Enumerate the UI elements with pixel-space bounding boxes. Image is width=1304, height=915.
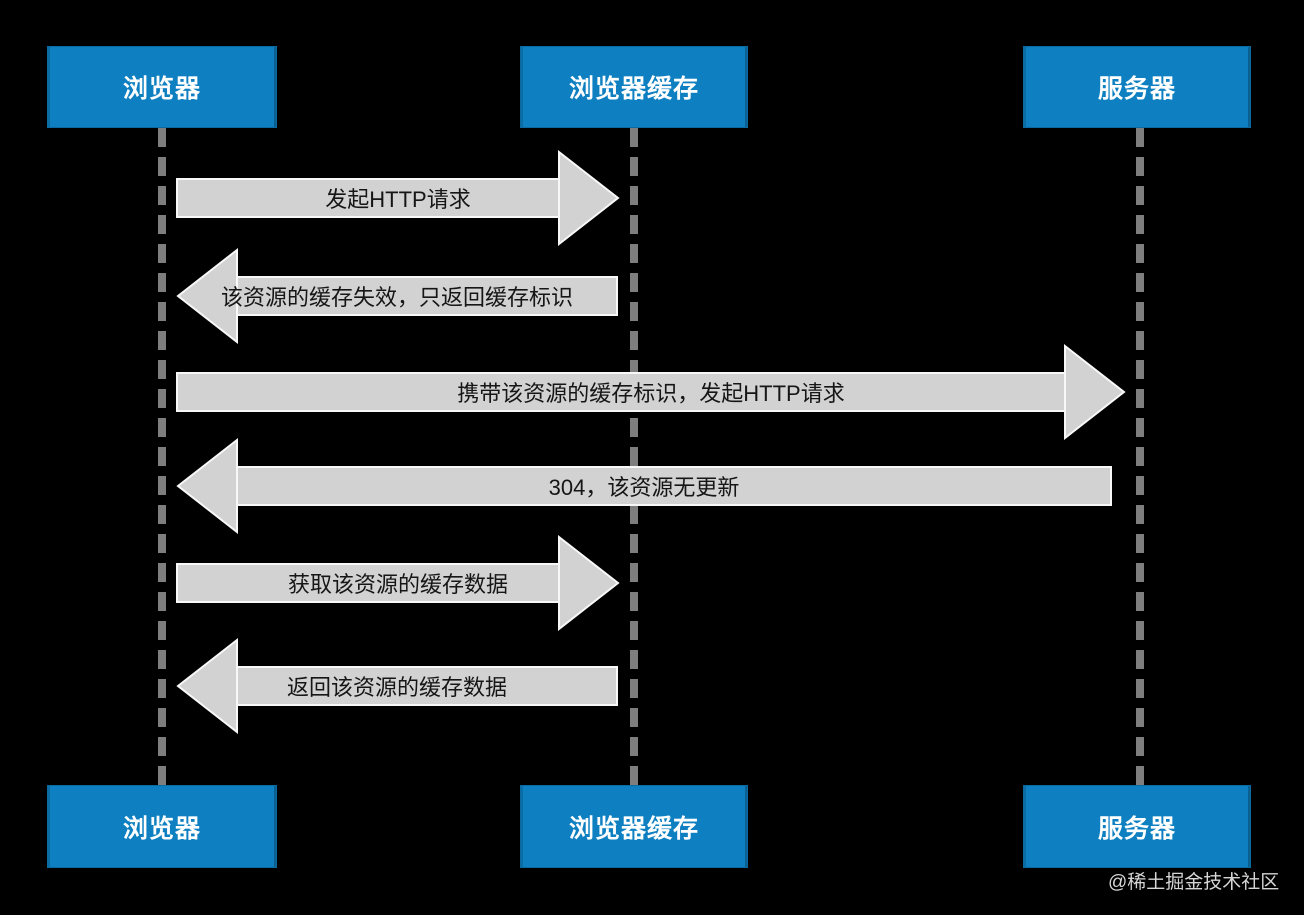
actor-box-server-top: 服务器 xyxy=(1023,46,1251,128)
arrow-band xyxy=(234,276,618,316)
arrow-cache-invalid-return-etag: 该资源的缓存失效，只返回缓存标识 xyxy=(176,248,618,344)
message-label: 304，该资源无更新 xyxy=(548,475,740,500)
arrow-band xyxy=(176,372,1068,412)
arrow-get-cached-data: 获取该资源的缓存数据 xyxy=(176,535,620,631)
lifeline-server xyxy=(1136,128,1144,785)
message-label: 返回该资源的缓存数据 xyxy=(286,675,507,700)
actor-box-browser-bottom: 浏览器 xyxy=(47,785,277,868)
arrow-initiate-http-request: 发起HTTP请求 xyxy=(176,150,620,246)
arrowhead-right-icon xyxy=(558,150,620,246)
arrow-band xyxy=(234,466,1112,506)
message-label: 该资源的缓存失效，只返回缓存标识 xyxy=(220,285,573,310)
arrowhead-right-icon xyxy=(558,535,620,631)
arrowhead-left-icon xyxy=(176,638,238,734)
arrow-band xyxy=(176,563,562,603)
watermark: @稀土掘金技术社区 xyxy=(1108,872,1280,893)
lifeline-browser-cache xyxy=(630,128,638,785)
arrow-request-with-etag: 携带该资源的缓存标识，发起HTTP请求 xyxy=(176,344,1126,440)
arrowhead-left-icon xyxy=(176,248,238,344)
actor-box-server-bottom: 服务器 xyxy=(1023,785,1251,868)
actor-box-browser-cache-top: 浏览器缓存 xyxy=(520,46,748,128)
actor-box-browser-cache-bottom: 浏览器缓存 xyxy=(520,785,748,868)
message-label: 发起HTTP请求 xyxy=(325,187,471,212)
arrow-band xyxy=(176,178,562,218)
lifeline-browser xyxy=(158,128,166,785)
arrow-band xyxy=(234,666,618,706)
arrowhead-right-icon xyxy=(1064,344,1126,440)
actor-box-browser-top: 浏览器 xyxy=(47,46,277,128)
arrowhead-left-icon xyxy=(176,438,238,534)
arrow-304-not-modified: 304，该资源无更新 xyxy=(176,438,1112,534)
message-label: 携带该资源的缓存标识，发起HTTP请求 xyxy=(457,381,845,406)
message-label: 获取该资源的缓存数据 xyxy=(287,572,508,597)
arrow-return-cached-data: 返回该资源的缓存数据 xyxy=(176,638,618,734)
